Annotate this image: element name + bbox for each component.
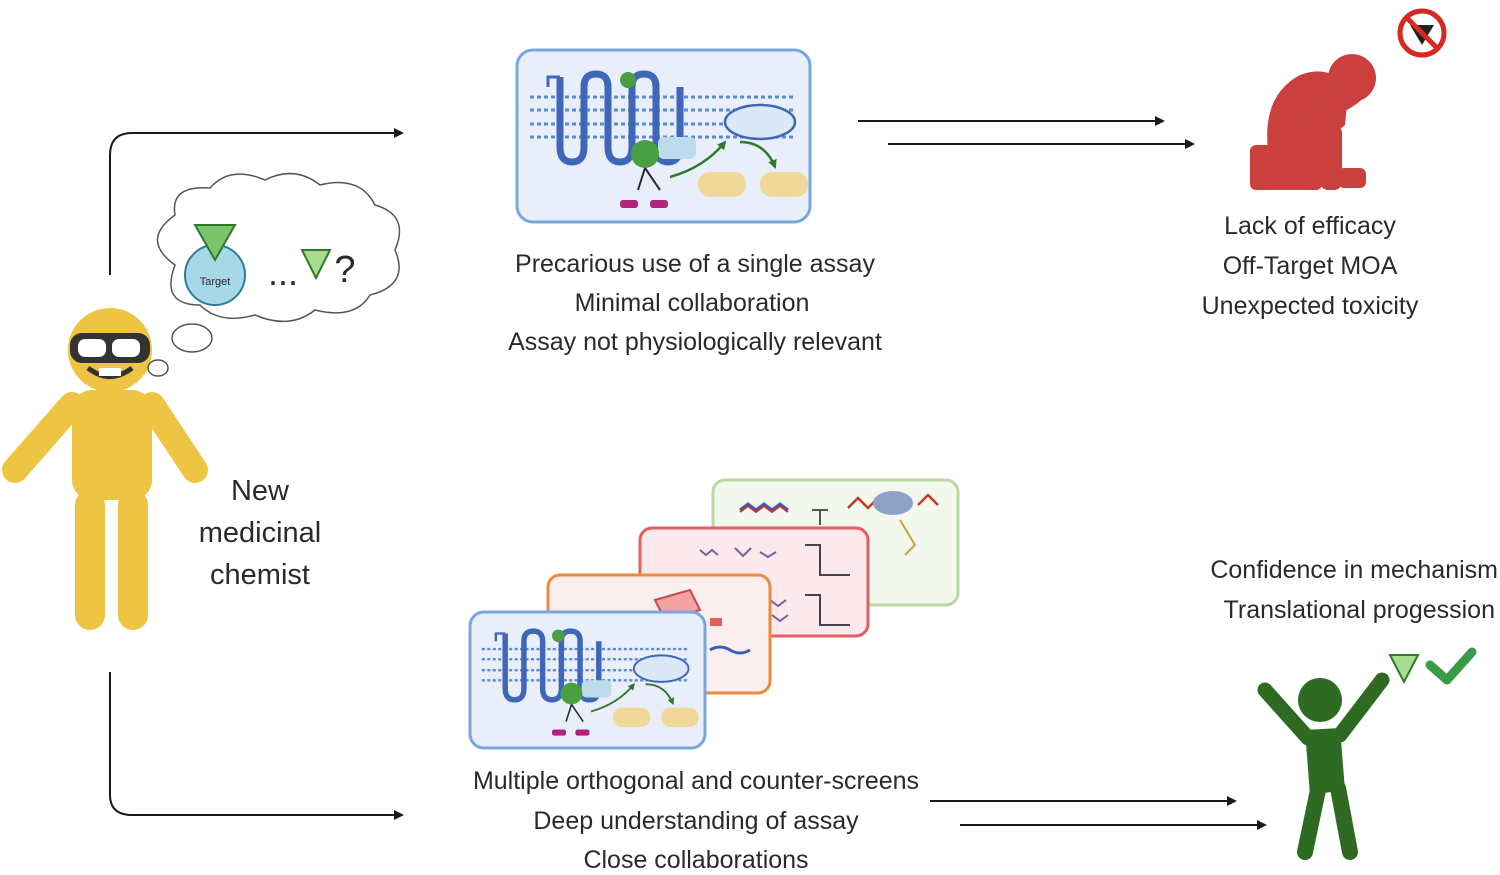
top-caption-3: Assay not physiologically relevant [508, 328, 882, 356]
target-label: Target [200, 276, 231, 288]
stacked-assay-panels [468, 478, 960, 750]
top-branch-arrow [109, 128, 404, 275]
bottom-captions: Multiple orthogonal and counter-screens … [473, 767, 919, 874]
single-assay-panel [515, 48, 812, 224]
celebrating-person-icon [1257, 672, 1390, 860]
bubble-question-mark: ? [334, 249, 355, 291]
target-icon: Target [184, 224, 246, 306]
top-caption-2: Minimal collaboration [575, 289, 810, 317]
bottom-outcomes: Confidence in mechanism Translational pr… [1210, 556, 1498, 624]
chemist-right-arm [139, 392, 208, 483]
top-outcome-1: Lack of efficacy [1224, 212, 1396, 240]
checkmark-icon [1425, 647, 1477, 685]
chemist-torso [72, 390, 152, 500]
bottom-branch-arrow [109, 672, 404, 820]
top-outcome-3: Unexpected toxicity [1202, 292, 1419, 320]
no-drug-icon [1397, 8, 1447, 58]
ligand-triangle-success-icon [1388, 654, 1420, 685]
thought-bubble-icon: Target ... ? [147, 172, 401, 377]
chemist-left-leg [75, 490, 105, 630]
top-captions: Precarious use of a single assay Minimal… [508, 250, 882, 356]
chemist-label-line-1: New [231, 475, 290, 507]
frustrated-person-icon [1250, 54, 1376, 190]
chemist-left-arm [2, 392, 85, 483]
ligand-triangle-icon [300, 249, 332, 281]
chemist-label: New medicinal chemist [199, 475, 322, 591]
bottom-caption-2: Deep understanding of assay [533, 807, 859, 835]
chemist-right-leg [118, 490, 148, 630]
top-caption-1: Precarious use of a single assay [515, 250, 875, 278]
chemist-label-line-3: chemist [210, 559, 310, 591]
bottom-caption-3: Close collaborations [583, 846, 808, 874]
bottom-caption-1: Multiple orthogonal and counter-screens [473, 767, 919, 795]
chemist-label-line-2: medicinal [199, 517, 322, 549]
top-outcomes: Lack of efficacy Off-Target MOA Unexpect… [1202, 212, 1419, 320]
bubble-ellipsis: ... [268, 252, 298, 293]
goggles-icon [70, 333, 150, 379]
bottom-outcome-2: Translational progession [1224, 596, 1495, 624]
assay-card-blue [468, 610, 707, 750]
top-outcome-2: Off-Target MOA [1223, 252, 1398, 280]
bottom-outcome-1: Confidence in mechanism [1210, 556, 1498, 584]
chemist-figure-icon [2, 308, 208, 630]
